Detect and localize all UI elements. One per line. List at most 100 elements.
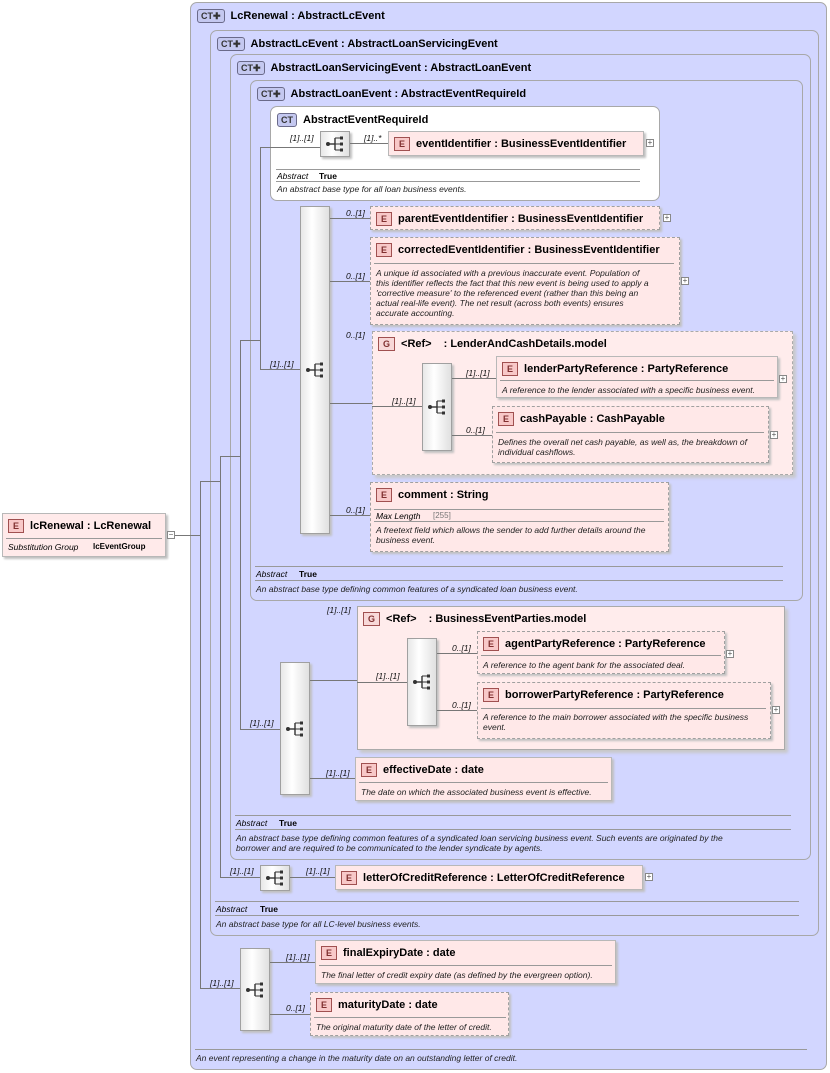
sequence-icon <box>413 674 430 690</box>
ct-title: LcRenewal : AbstractLcEvent <box>230 10 385 22</box>
cardinality: [1]..[1] <box>250 718 274 728</box>
element-badge: E <box>361 763 378 777</box>
abstract-label: Abstract <box>277 171 309 181</box>
doc-line: borrower and are required to be communic… <box>236 843 543 853</box>
element-badge: E <box>8 519 25 533</box>
element-doc: The original maturity date of the letter… <box>316 1022 492 1032</box>
sequence-icon <box>286 721 303 736</box>
group-ref: <Ref> <box>386 613 417 625</box>
sequence-icon <box>428 399 445 415</box>
element-doc: A reference to the agent bank for the as… <box>483 660 685 670</box>
element-doc: The final letter of credit expiry date (… <box>321 970 593 980</box>
cardinality: [1]..[1] <box>290 133 314 143</box>
sequence-compositor[interactable] <box>260 865 290 891</box>
type-doc: An abstract base type for all loan busin… <box>277 184 467 194</box>
element-badge: E <box>321 946 338 960</box>
doc-line: 'corrective measure' to the referenced e… <box>376 288 639 298</box>
cardinality: 0..[1] <box>346 505 365 515</box>
abstract-label: Abstract <box>216 904 248 914</box>
expand-plus-icon[interactable]: + <box>646 138 654 147</box>
element-badge: E <box>341 871 358 885</box>
expand-plus-icon[interactable]: + <box>681 276 689 285</box>
doc-line: A reference to the main borrower associa… <box>483 712 749 722</box>
cardinality: 0..[1] <box>346 208 365 218</box>
doc-line: accurate accounting. <box>376 308 455 318</box>
element-name: agentPartyReference : PartyReference <box>505 638 706 650</box>
element-badge: E <box>376 488 393 502</box>
element-badge: E <box>316 998 333 1012</box>
doc-line: this identifier reflects the fact that t… <box>376 278 649 288</box>
max-length-value: [255] <box>433 511 451 520</box>
sequence-compositor[interactable] <box>280 662 310 795</box>
ct-title: AbstractLoanServicingEvent : AbstractLoa… <box>270 62 532 74</box>
group-ref: <Ref> <box>401 338 432 350</box>
element-doc: A reference to the lender associated wit… <box>502 385 755 395</box>
cardinality: [1]..* <box>364 133 382 143</box>
element-badge: E <box>483 688 500 702</box>
cardinality: [1]..[1] <box>210 978 234 988</box>
type-doc: An abstract base type defining common fe… <box>256 584 578 594</box>
element-name: borrowerPartyReference : PartyReference <box>505 689 724 701</box>
element-name: eventIdentifier : BusinessEventIdentifie… <box>416 138 627 150</box>
sequence-compositor[interactable] <box>422 363 452 451</box>
sequence-icon <box>326 136 343 152</box>
cardinality: [1]..[1] <box>376 671 400 681</box>
group-badge: G <box>378 337 396 351</box>
type-doc: An abstract base type for all LC-level b… <box>216 919 421 929</box>
doc-line: Defines the overall net cash payable, as… <box>498 437 748 447</box>
element-name: finalExpiryDate : date <box>343 947 456 959</box>
cardinality: 0..[1] <box>286 1003 305 1013</box>
cardinality: [1]..[1] <box>230 866 254 876</box>
type-doc: An event representing a change in the ma… <box>196 1053 518 1063</box>
max-length-label: Max Length <box>376 511 421 521</box>
cardinality: [1]..[1] <box>286 952 310 962</box>
element-name: comment : String <box>398 489 489 501</box>
ct-badge: CT✚ <box>237 61 265 75</box>
sequence-compositor[interactable] <box>320 131 350 157</box>
cardinality: [1]..[1] <box>270 359 294 369</box>
expand-plus-icon[interactable]: + <box>779 374 787 383</box>
ct-title: AbstractLcEvent : AbstractLoanServicingE… <box>250 38 498 50</box>
sequence-compositor[interactable] <box>240 948 270 1031</box>
abstract-value: True <box>299 569 317 579</box>
expand-plus-icon[interactable]: + <box>772 705 780 714</box>
expand-plus-icon[interactable]: + <box>663 213 671 222</box>
expand-plus-icon[interactable]: + <box>770 430 778 439</box>
doc-line: A freetext field which allows the sender… <box>376 525 646 535</box>
element-name: letterOfCreditReference : LetterOfCredit… <box>363 872 625 884</box>
abstract-value: True <box>319 171 337 181</box>
doc-line: individual cashflows. <box>498 447 576 457</box>
cardinality: [1]..[1] <box>392 396 416 406</box>
sequence-compositor[interactable] <box>300 206 330 534</box>
expand-plus-icon[interactable]: + <box>645 872 653 881</box>
sequence-icon <box>266 870 283 886</box>
sequence-compositor[interactable] <box>407 638 437 726</box>
element-badge: E <box>502 362 519 376</box>
cardinality: 0..[1] <box>346 271 365 281</box>
sequence-icon <box>246 982 263 997</box>
element-name: parentEventIdentifier : BusinessEventIde… <box>398 213 644 225</box>
cardinality: [1]..[1] <box>327 605 351 615</box>
collapse-minus-icon[interactable]: − <box>167 530 175 539</box>
cardinality: 0..[1] <box>452 643 471 653</box>
doc-line: A unique id associated with a previous i… <box>376 268 640 278</box>
expand-plus-icon[interactable]: + <box>726 649 734 658</box>
element-name: effectiveDate : date <box>383 764 484 776</box>
element-name: lcRenewal : LcRenewal <box>30 520 152 532</box>
doc-line: actual real-life event). The net result … <box>376 298 624 308</box>
element-badge: E <box>394 137 411 151</box>
element-doc: The date on which the associated busines… <box>361 787 592 797</box>
